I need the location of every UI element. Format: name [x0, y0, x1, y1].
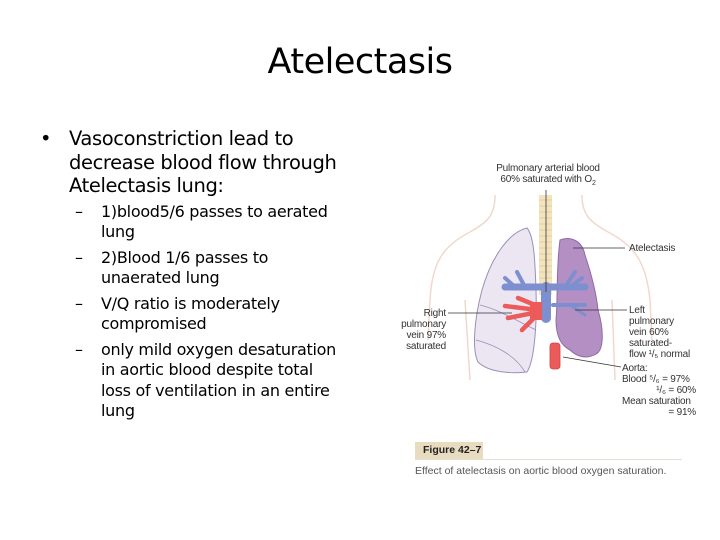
- label-line: ¹/₆ = 60%: [656, 385, 696, 396]
- label-line: pulmonary: [401, 319, 446, 330]
- sub-bullet-item: – 1)blood5/6 passes to aerated lung: [36, 202, 346, 243]
- label-line: pulmonary: [629, 316, 674, 327]
- atelectatic-lung-icon: [555, 238, 603, 358]
- left-vein-label: Left pulmonary vein 60% saturated- flow …: [629, 305, 690, 360]
- label-line: Right: [423, 308, 447, 319]
- label-line: Mean saturation: [622, 396, 691, 407]
- dash-icon: –: [75, 339, 83, 359]
- sub-bullet-text: only mild oxygen desaturation in aortic …: [101, 339, 336, 421]
- dash-icon: –: [75, 201, 83, 221]
- dash-icon: –: [75, 293, 83, 313]
- atelectasis-label: Atelectasis: [629, 243, 676, 254]
- label-line: saturated-: [629, 338, 673, 349]
- right-vein-label: Right pulmonary vein 97% saturated: [398, 308, 446, 352]
- aorta-icon: [549, 342, 561, 370]
- bullet-item: • Vasoconstriction lead to decrease bloo…: [36, 127, 346, 198]
- aorta-label: Aorta: Blood ⁵/₆ = 97% ¹/₆ = 60% Mean sa…: [622, 363, 696, 418]
- label-line: = 91%: [668, 407, 696, 418]
- bullet-text: Vasoconstriction lead to decrease blood …: [69, 127, 337, 197]
- pulmonary-arterial-label: Pulmonary arterial blood 60% saturated w…: [485, 163, 611, 189]
- sub-bullet-text: V/Q ratio is moderately compromised: [101, 293, 280, 334]
- label-text: 60% saturated with O: [500, 174, 592, 185]
- label-line: 60% saturated with O2: [485, 174, 611, 189]
- caption-divider: [415, 459, 682, 460]
- label-line: vein 97%: [406, 330, 446, 341]
- figure-caption: Effect of atelectasis on aortic blood ox…: [415, 465, 667, 477]
- sub-bullet-text: 1)blood5/6 passes to aerated lung: [101, 201, 328, 242]
- bullet-dot-icon: •: [40, 127, 52, 150]
- label-line: Pulmonary arterial blood: [496, 163, 600, 174]
- sub-bullet-item: – V/Q ratio is moderately compromised: [36, 294, 346, 335]
- figure-number: Figure 42–7: [415, 442, 483, 459]
- label-line: saturated: [406, 341, 446, 352]
- label-line: vein 60%: [629, 327, 669, 338]
- lung-diagram: [427, 190, 653, 381]
- sub-bullet-text: 2)Blood 1/6 passes to unaerated lung: [101, 247, 269, 288]
- label-line: Blood ⁵/₆ = 97%: [622, 374, 690, 385]
- pulmonary-artery-icon: [501, 270, 589, 323]
- label-line: Left: [629, 305, 645, 316]
- slide-title: Atelectasis: [267, 42, 453, 82]
- trachea-icon: [539, 195, 552, 295]
- bullet-list: • Vasoconstriction lead to decrease bloo…: [36, 127, 346, 427]
- sub-bullet-item: – 2)Blood 1/6 passes to unaerated lung: [36, 248, 346, 289]
- subscript: 2: [591, 180, 596, 187]
- aerated-lung-icon: [474, 227, 537, 374]
- sub-bullet-item: – only mild oxygen desaturation in aorti…: [36, 340, 346, 422]
- label-line: Aorta:: [622, 363, 648, 374]
- label-line: flow ¹/₅ normal: [629, 349, 691, 360]
- dash-icon: –: [75, 247, 83, 267]
